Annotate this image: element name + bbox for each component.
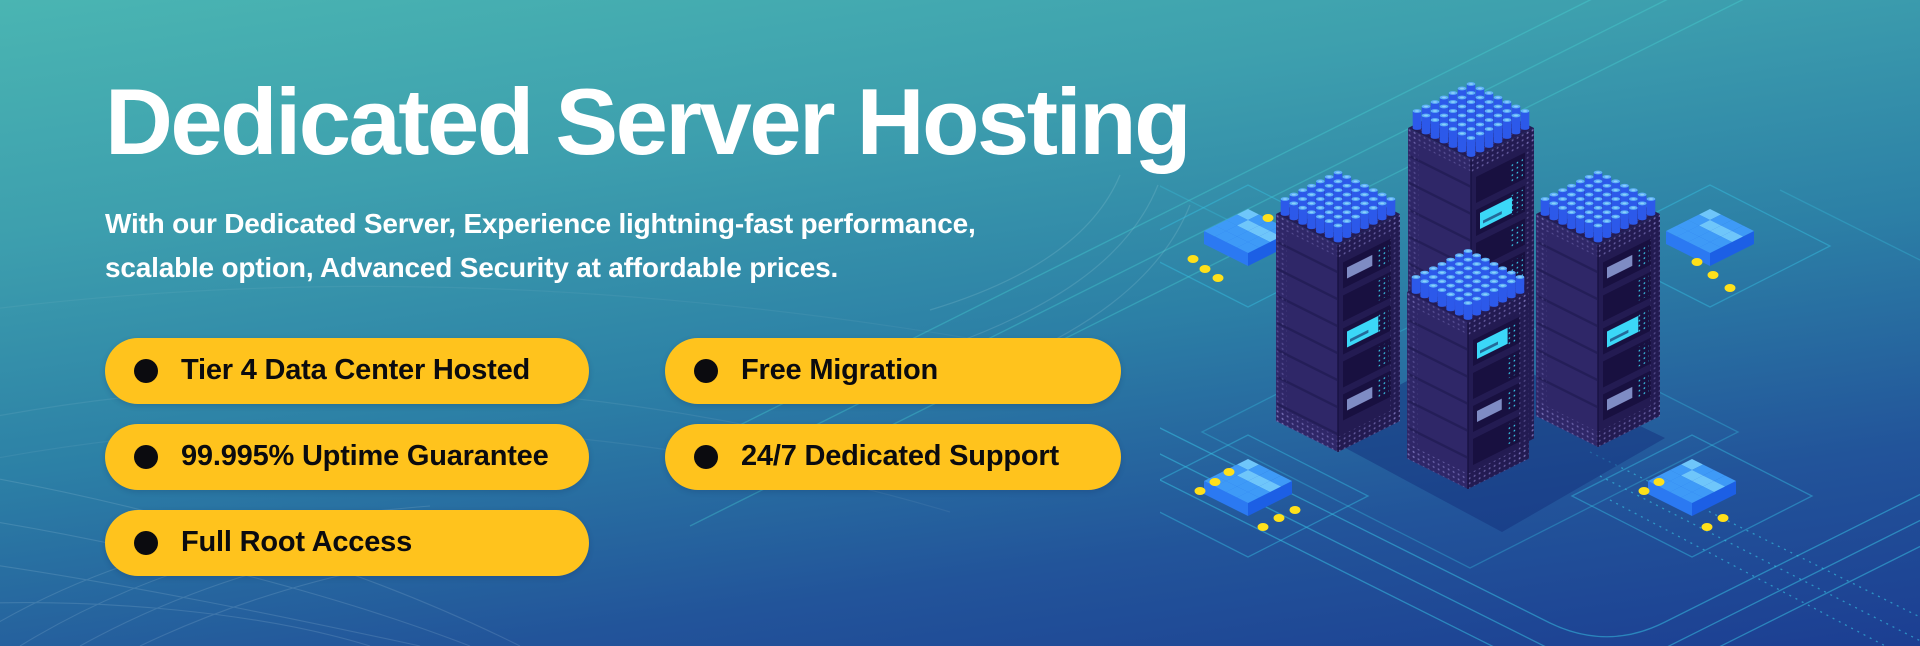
- hero-subtitle-line2: scalable option, Advanced Security at af…: [105, 251, 839, 283]
- feature-label: 24/7 Dedicated Support: [741, 440, 1059, 473]
- hero-subtitle-line1: With our Dedicated Server, Experience li…: [105, 207, 976, 239]
- feature-pill-migration: Free Migration: [665, 337, 1121, 404]
- bullet-icon: [694, 444, 718, 469]
- feature-pill-root: Full Root Access: [105, 509, 589, 576]
- feature-pill-support: 24/7 Dedicated Support: [665, 423, 1121, 490]
- feature-pill-uptime: 99.995% Uptime Guarantee: [105, 423, 589, 490]
- bullet-icon: [134, 530, 158, 555]
- server-illustration: [1160, 82, 1920, 646]
- bullet-icon: [134, 358, 158, 383]
- page-title: Dedicated Server Hosting: [105, 69, 1192, 174]
- feature-pill-tier4: Tier 4 Data Center Hosted: [105, 337, 589, 404]
- feature-label: Free Migration: [741, 354, 938, 387]
- bullet-icon: [694, 358, 718, 383]
- feature-label: Tier 4 Data Center Hosted: [181, 354, 531, 387]
- hero-subtitle: With our Dedicated Server, Experience li…: [105, 202, 1189, 290]
- hero-content: Dedicated Server Hosting With our Dedica…: [105, 0, 1192, 576]
- bullet-icon: [134, 444, 158, 469]
- feature-label: 99.995% Uptime Guarantee: [181, 440, 549, 473]
- feature-badges: Tier 4 Data Center Hosted Free Migration…: [105, 337, 1189, 576]
- feature-label: Full Root Access: [181, 526, 412, 559]
